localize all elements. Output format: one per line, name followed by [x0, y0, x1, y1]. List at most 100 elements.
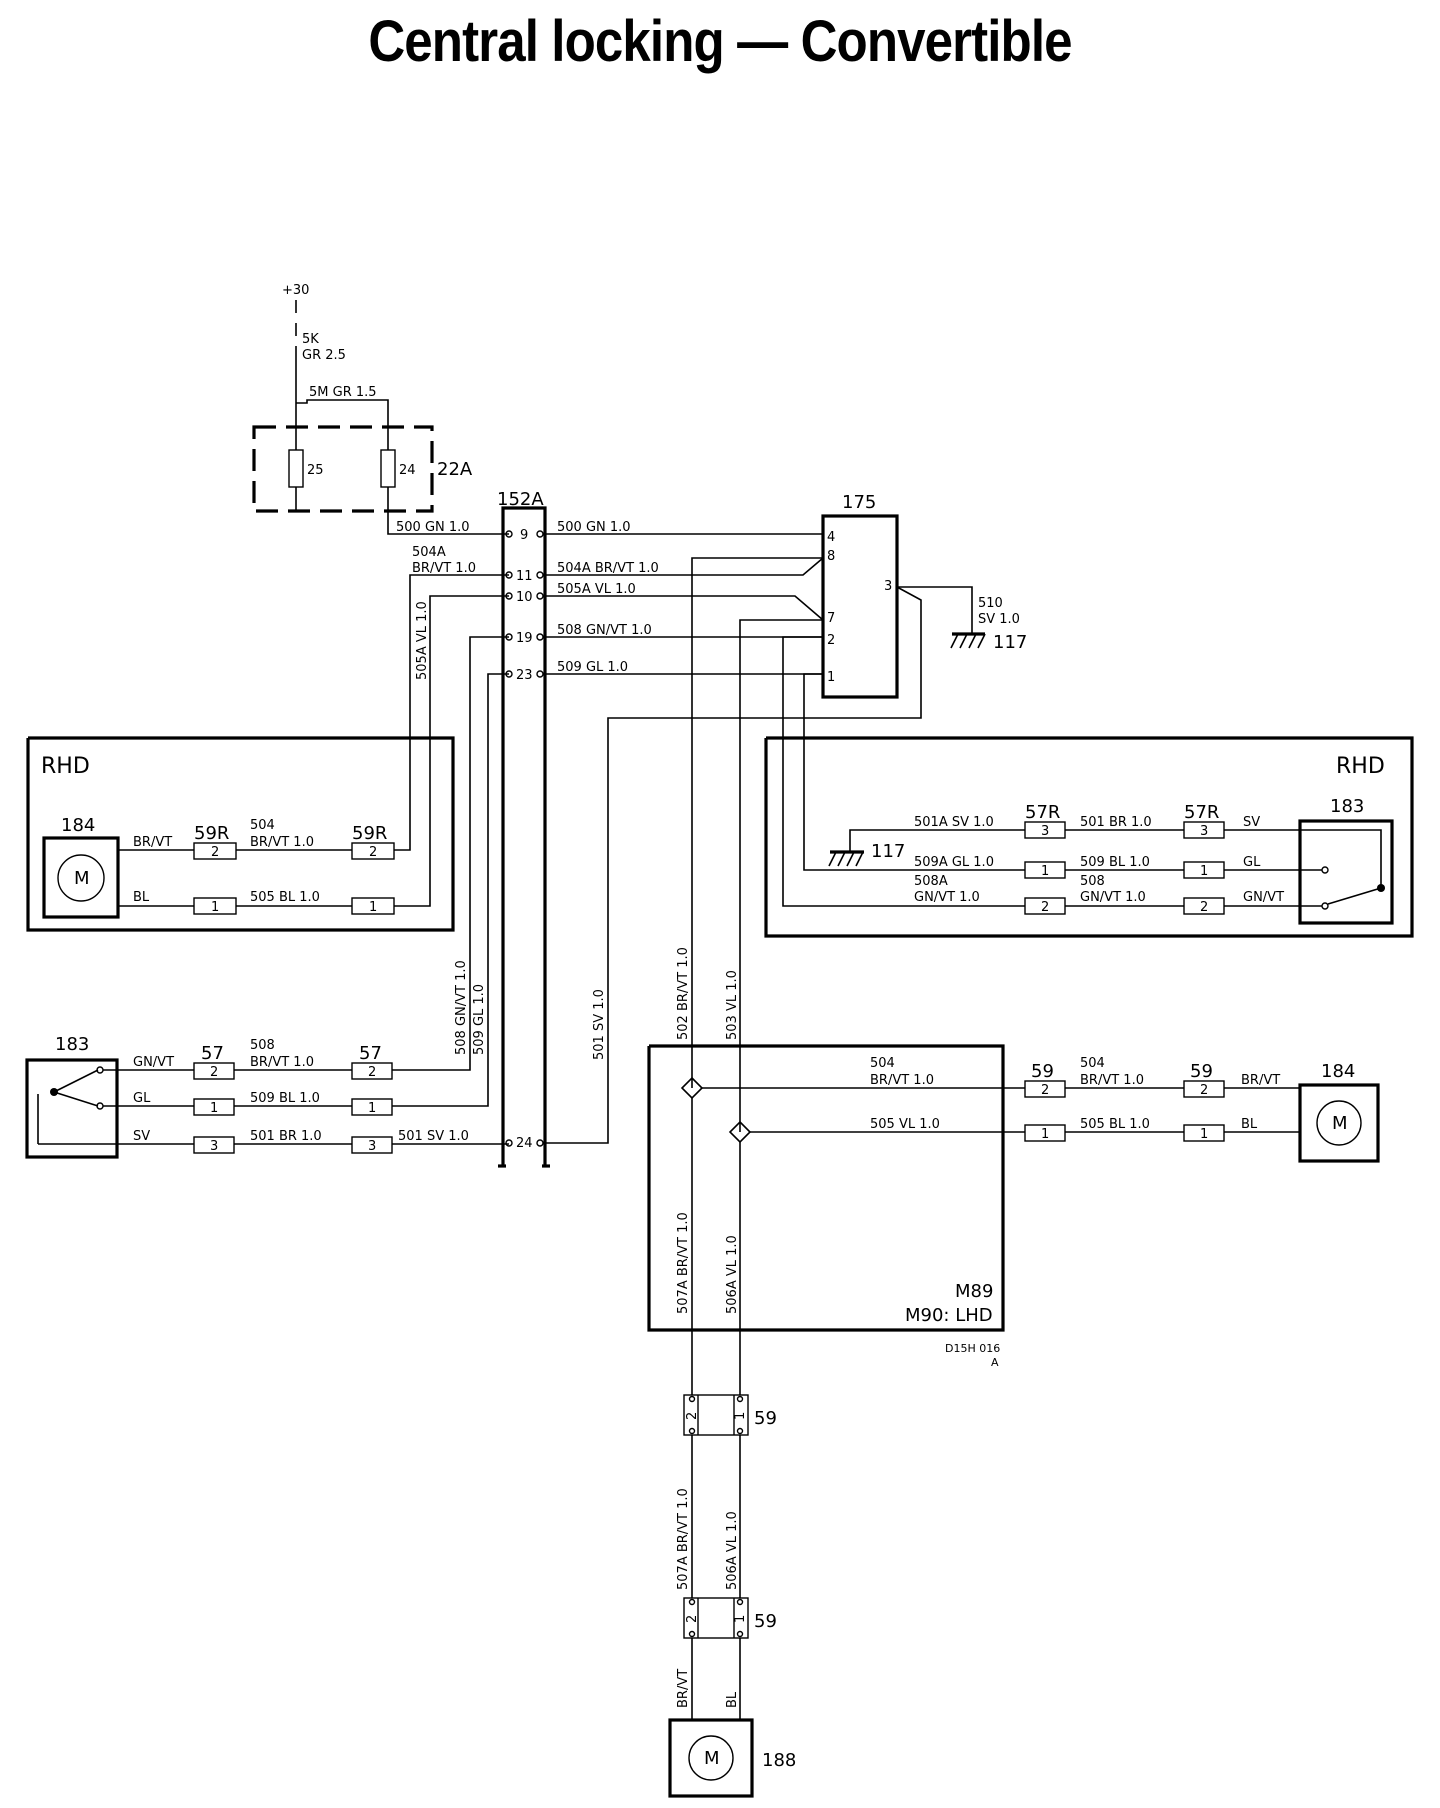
wire-507a-top: 507A BR/VT 1.0 [676, 1212, 691, 1314]
supply-wire-spec: GR 2.5 [302, 348, 346, 363]
pin-24: 24 [516, 1136, 533, 1151]
svg-text:BR/VT 1.0: BR/VT 1.0 [250, 835, 314, 850]
svg-text:2: 2 [369, 845, 377, 860]
svg-text:2: 2 [211, 845, 219, 860]
svg-text:BL: BL [1241, 1117, 1258, 1132]
svg-text:117: 117 [993, 632, 1027, 653]
svg-text:2: 2 [1200, 1083, 1208, 1098]
svg-text:GL: GL [1243, 855, 1261, 870]
motor-184-left-label: 184 [61, 815, 95, 836]
rhd-box-right: RHD 117 501A SV 1.0 509A GL 1.0 508A GN/… [764, 736, 1414, 938]
svg-text:2: 2 [685, 1615, 700, 1623]
svg-text:1: 1 [368, 1101, 376, 1116]
conn-59-f-label: 59 [754, 1611, 777, 1632]
wire-503: 503 VL 1.0 [725, 970, 740, 1040]
supply-label: +30 [282, 283, 309, 298]
pin175-1: 1 [827, 670, 835, 685]
svg-text:BR/VT 1.0: BR/VT 1.0 [250, 1055, 314, 1070]
svg-text:509A GL 1.0: 509A GL 1.0 [914, 855, 994, 870]
svg-text:GN/VT 1.0: GN/VT 1.0 [1080, 890, 1146, 905]
wire-510-code: 510 [978, 596, 1003, 611]
rhd-box-left: RHD 184 M BR/VT BL 59R 2 1 504 BR/VT 1.0… [26, 574, 509, 932]
svg-text:2: 2 [685, 1412, 700, 1420]
svg-text:501A SV 1.0: 501A SV 1.0 [914, 815, 994, 830]
motor-188-label: 188 [762, 1750, 796, 1771]
svg-text:M: M [704, 1748, 720, 1769]
svg-text:504: 504 [250, 818, 275, 833]
wire-502: 502 BR/VT 1.0 [676, 947, 691, 1040]
pin-19: 19 [516, 631, 533, 646]
m89-label: M89 [955, 1281, 993, 1302]
switch-183-left-label: 183 [55, 1034, 89, 1055]
svg-text:BR/VT: BR/VT [1241, 1073, 1280, 1088]
svg-text:GL: GL [133, 1091, 151, 1106]
pin175-3: 3 [884, 579, 892, 594]
svg-text:GN/VT: GN/VT [1243, 890, 1284, 905]
svg-text:2: 2 [210, 1065, 218, 1080]
motor-184-right: 59 2 1 504 BR/VT 1.0 505 BL 1.0 59 2 1 B… [1024, 1056, 1380, 1163]
fuse-25 [288, 449, 304, 488]
switch-183-right-label: 183 [1330, 796, 1364, 817]
m89-box: 504 BR/VT 1.0 505 VL 1.0 507A BR/VT 1.0 … [647, 1044, 1025, 1395]
svg-text:BR/VT: BR/VT [676, 1669, 691, 1708]
svg-text:504: 504 [870, 1056, 895, 1071]
svg-text:2: 2 [1200, 900, 1208, 915]
ground-117-top: 117 [950, 632, 1027, 653]
wire-504a-left-spec: BR/VT 1.0 [412, 561, 476, 576]
rhd-right-label: RHD [1336, 754, 1385, 779]
svg-text:505 VL 1.0: 505 VL 1.0 [870, 1117, 940, 1132]
svg-text:GN/VT 1.0: GN/VT 1.0 [914, 890, 980, 905]
wire-508-left: 508 GN/VT 1.0 [454, 960, 469, 1055]
svg-text:SV: SV [1243, 815, 1260, 830]
svg-text:SV: SV [133, 1129, 150, 1144]
pin175-8: 8 [827, 549, 835, 564]
svg-text:GN/VT: GN/VT [133, 1055, 174, 1070]
drawing-rev: A [991, 1356, 999, 1369]
pin175-2: 2 [827, 633, 835, 648]
svg-text:501 BR 1.0: 501 BR 1.0 [250, 1129, 322, 1144]
svg-text:508: 508 [250, 1038, 275, 1053]
wire-508-right: 508 GN/VT 1.0 [557, 623, 652, 638]
svg-text:501 SV 1.0: 501 SV 1.0 [398, 1129, 469, 1144]
m90-label: M90: LHD [905, 1305, 993, 1326]
pin175-4: 4 [827, 530, 835, 545]
wire-501: 501 SV 1.0 [592, 989, 607, 1060]
svg-text:504: 504 [1080, 1056, 1105, 1071]
svg-text:1: 1 [369, 900, 377, 915]
supply-section: +30 5K GR 2.5 5M GR 1.5 25 24 22A [252, 283, 509, 535]
page-title: Central locking — Convertible [368, 9, 1072, 74]
harness-wires: 500 GN 1.0 500 GN 1.0 504A BR/VT 1.0 505… [396, 520, 1027, 1144]
drawing-ref: D15H 016 [945, 1342, 1000, 1355]
connector-152a: 152A 9 11 10 19 23 24 [497, 489, 550, 1168]
pin-9: 9 [520, 528, 528, 543]
svg-text:508: 508 [1080, 874, 1105, 889]
fusebox-22a [252, 425, 434, 513]
svg-text:BR/VT 1.0: BR/VT 1.0 [1080, 1073, 1144, 1088]
svg-text:2: 2 [1041, 900, 1049, 915]
svg-text:2: 2 [1041, 1083, 1049, 1098]
svg-text:BR/VT 1.0: BR/VT 1.0 [870, 1073, 934, 1088]
svg-text:1: 1 [1041, 864, 1049, 879]
connector-152a-label: 152A [497, 489, 544, 510]
svg-text:1: 1 [210, 1101, 218, 1116]
svg-text:M: M [74, 868, 90, 889]
wire-507a-bottom: 507A BR/VT 1.0 [676, 1488, 691, 1590]
wire-500-left: 500 GN 1.0 [396, 520, 470, 535]
wire-509-right: 509 GL 1.0 [557, 660, 628, 675]
svg-text:3: 3 [210, 1139, 218, 1154]
rhd-left-label: RHD [41, 754, 90, 779]
svg-text:1: 1 [733, 1412, 748, 1420]
conn-59r-b-label: 59R [352, 823, 387, 844]
pin-10: 10 [516, 590, 533, 605]
wire-505a-right: 505A VL 1.0 [557, 582, 636, 597]
pin-11: 11 [516, 569, 533, 584]
motor-184-right-label: 184 [1321, 1061, 1355, 1082]
svg-text:BL: BL [133, 890, 150, 905]
svg-text:1: 1 [211, 900, 219, 915]
svg-text:1: 1 [1041, 1127, 1049, 1142]
wire-504a-right: 504A BR/VT 1.0 [557, 561, 659, 576]
svg-text:1: 1 [1200, 864, 1208, 879]
wire-510-spec: SV 1.0 [978, 612, 1020, 627]
svg-text:505 BL 1.0: 505 BL 1.0 [1080, 1117, 1150, 1132]
